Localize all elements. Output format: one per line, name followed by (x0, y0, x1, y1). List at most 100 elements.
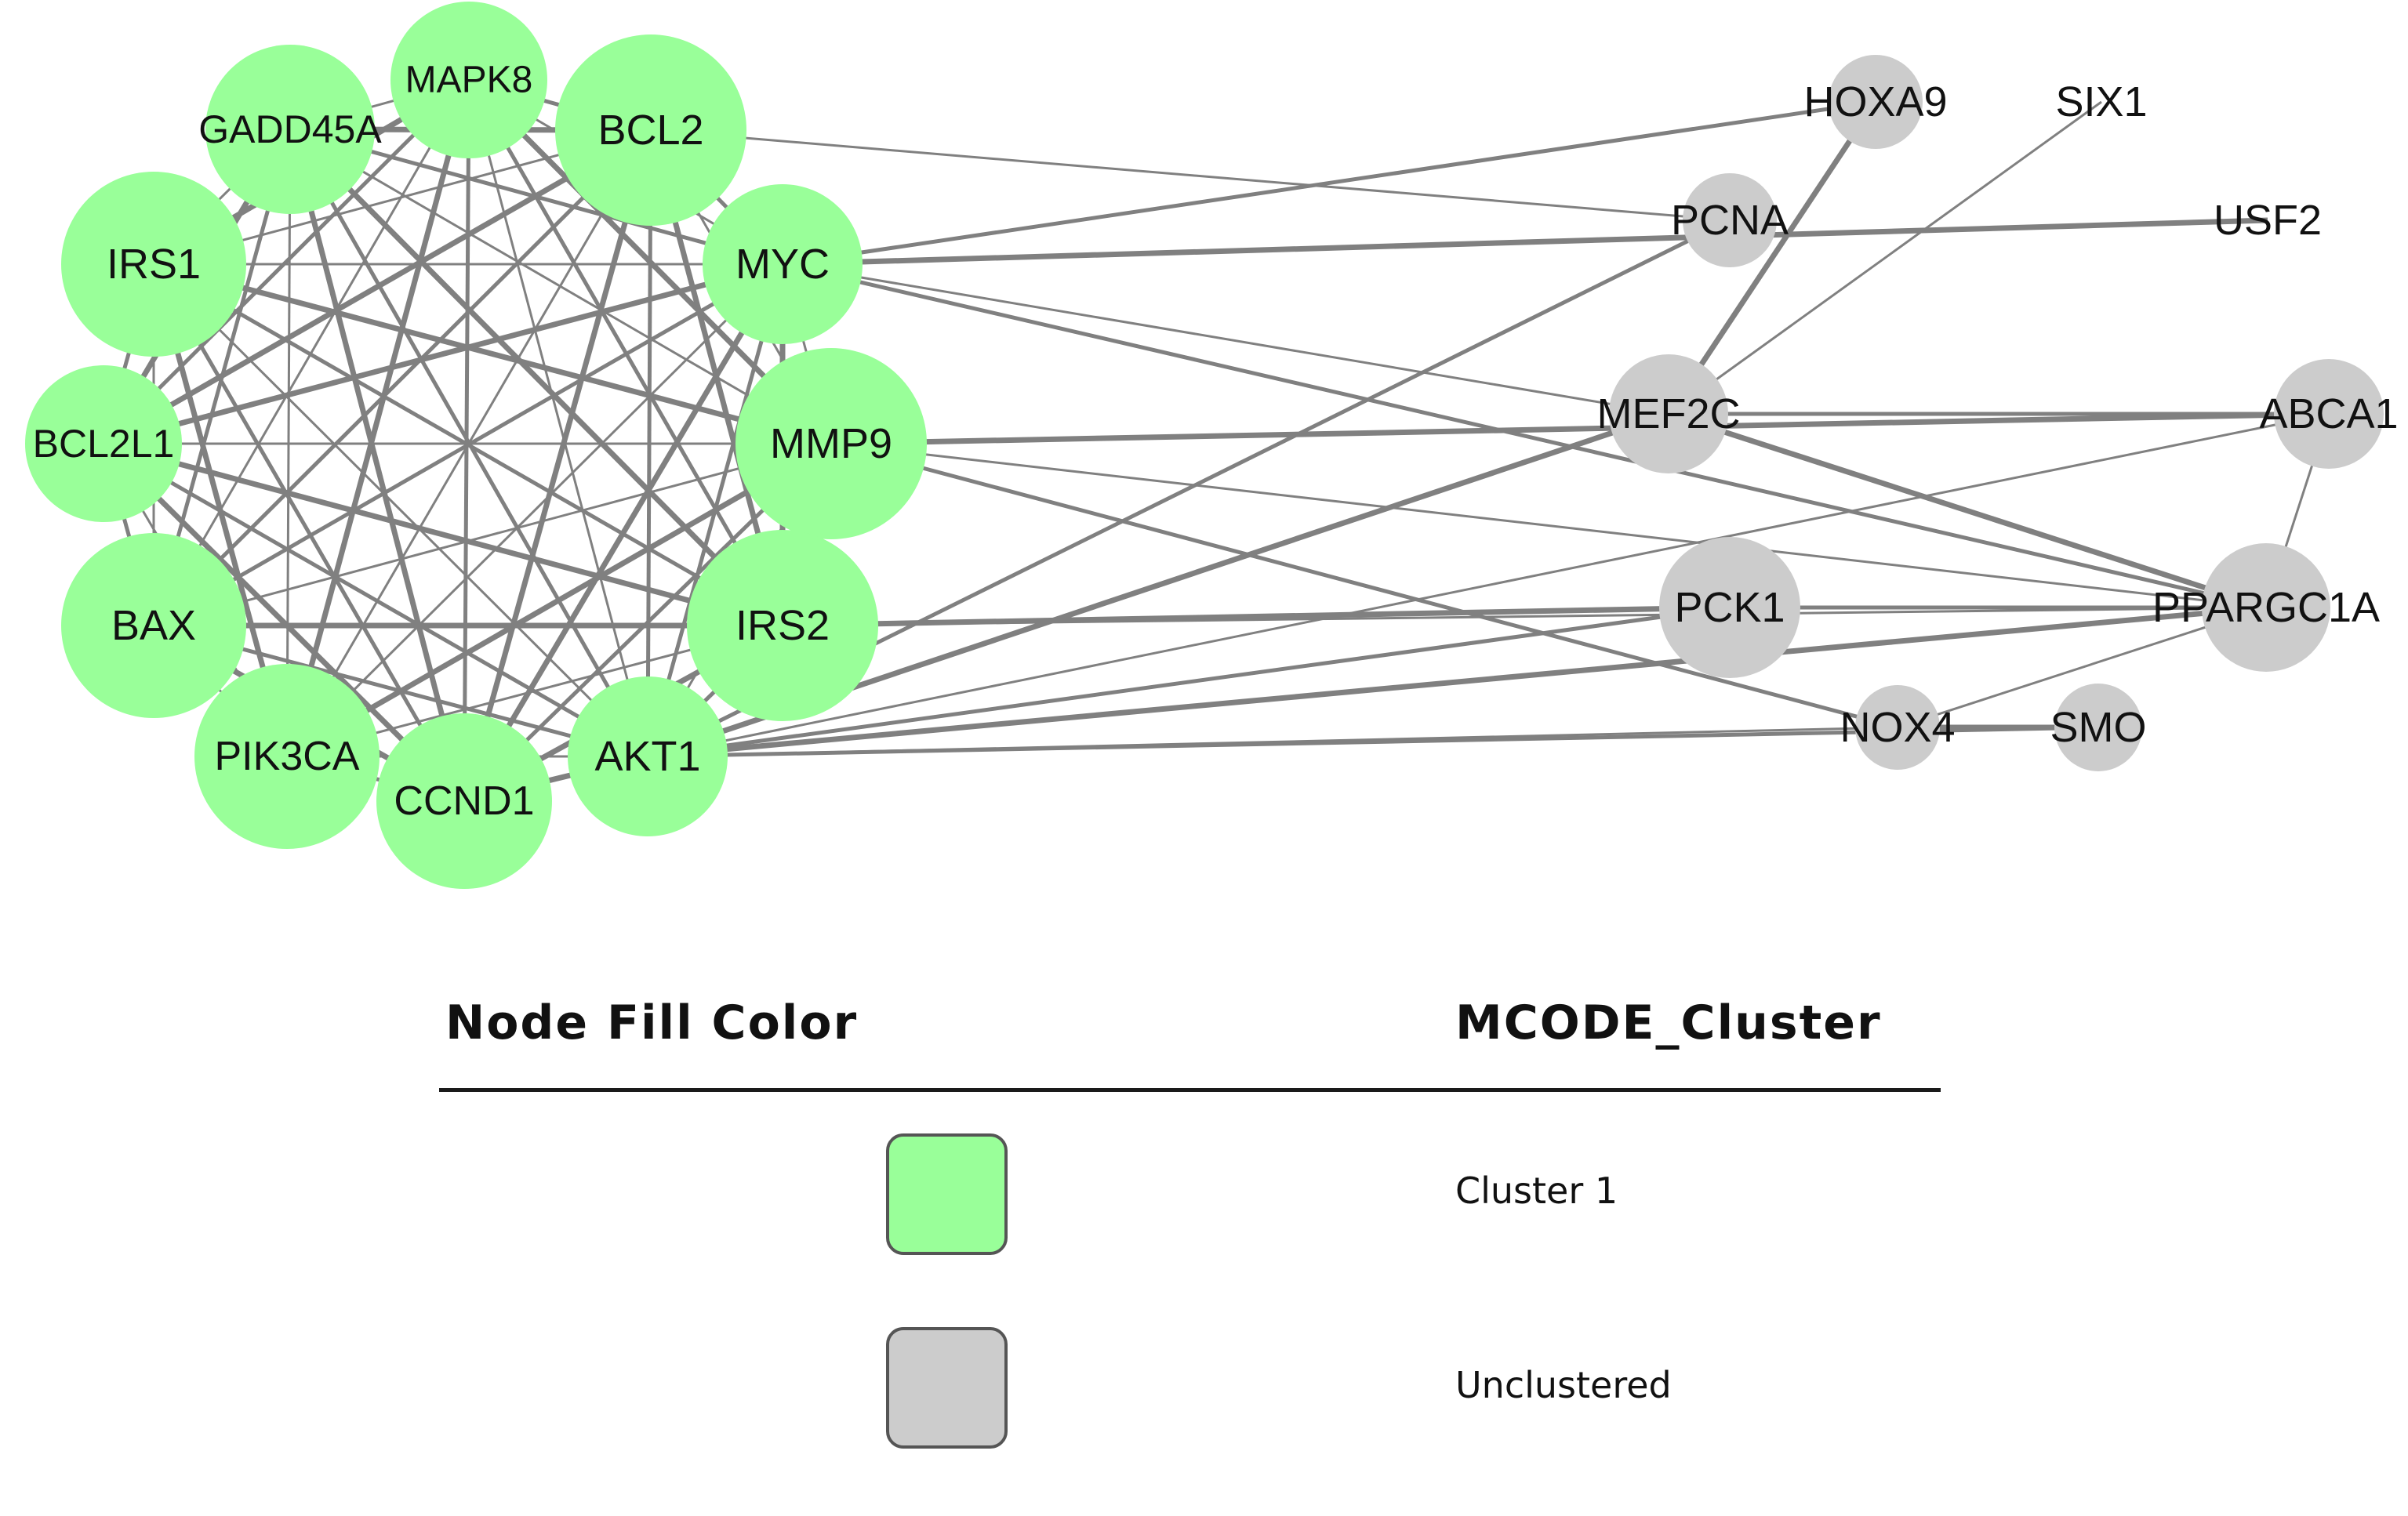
node-circle-bcl2l1 (25, 365, 182, 522)
edge-six1-mef2c (1668, 100, 2102, 415)
node-circle-bax (61, 533, 246, 718)
node-mmp9[interactable]: MMP9 (735, 348, 927, 539)
node-pik3ca[interactable]: PIK3CA (194, 664, 380, 849)
edge-akt1-abca1 (647, 412, 2330, 758)
node-pcna[interactable]: PCNA (1671, 173, 1789, 267)
node-bcl2l1[interactable]: BCL2L1 (25, 365, 182, 522)
edge-akt1-ppargc1a (647, 604, 2267, 760)
edge-bcl2-ccnd1 (461, 129, 654, 802)
edge-mapk8-akt1 (467, 79, 649, 757)
edge-nox4-ppargc1a (1897, 606, 2267, 729)
node-circle-mapk8 (390, 2, 547, 158)
legend-item-cluster1-label: Cluster 1 (1455, 1170, 1618, 1212)
edge-irs1-akt1 (152, 263, 649, 758)
node-circle-abca1 (2274, 359, 2384, 469)
node-label-bax: BAX (111, 602, 196, 649)
node-label-six1: SIX1 (2055, 78, 2147, 125)
node-label-ppargc1a: PPARGC1A (2152, 584, 2380, 631)
node-circle-pik3ca (194, 664, 380, 849)
node-label-mmp9: MMP9 (770, 420, 892, 467)
node-pck1[interactable]: PCK1 (1659, 537, 1800, 678)
node-bax[interactable]: BAX (61, 533, 246, 718)
edge-myc-hoxa9 (782, 100, 1876, 267)
node-bcl2[interactable]: BCL2 (555, 34, 746, 226)
node-label-hoxa9: HOXA9 (1803, 78, 1947, 125)
edge-bcl2-pcna (650, 129, 1731, 222)
node-circle-mef2c (1609, 354, 1728, 473)
edge-bcl2l1-irs2 (103, 441, 783, 629)
edge-gadd45a-ccnd1 (287, 129, 467, 802)
edge-irs2-ppargc1a (782, 606, 2267, 627)
edge-mapk8-pik3ca (284, 79, 472, 757)
node-six1[interactable]: SIX1 (2055, 78, 2147, 125)
node-hoxa9[interactable]: HOXA9 (1803, 55, 1948, 149)
node-usf2[interactable]: USF2 (2214, 197, 2322, 244)
node-circle-irs2 (687, 530, 878, 721)
node-circle-smo (2054, 684, 2142, 771)
edge-myc-pik3ca (285, 263, 784, 758)
node-circle-nox4 (1855, 685, 1940, 770)
node-circle-irs1 (61, 172, 246, 357)
node-mef2c[interactable]: MEF2C (1596, 354, 1741, 473)
edge-myc-mef2c (782, 263, 1669, 415)
node-circle-gadd45a (205, 45, 375, 214)
node-mapk8[interactable]: MAPK8 (390, 2, 547, 158)
node-circle-myc (703, 184, 863, 344)
node-label-abca1: ABCA1 (2259, 390, 2398, 437)
node-nox4[interactable]: NOX4 (1840, 685, 1956, 770)
legend-divider (439, 1088, 1941, 1092)
edge-myc-usf2 (782, 217, 2268, 267)
edge-mmp9-ppargc1a (830, 442, 2267, 609)
unclustered-swatch (886, 1327, 1008, 1449)
node-circle-pcna (1683, 173, 1777, 267)
node-label-gadd45a: GADD45A (198, 107, 382, 151)
node-label-irs1: IRS1 (107, 241, 201, 288)
edge-mmp9-bax (153, 442, 832, 627)
node-label-pik3ca: PIK3CA (215, 734, 360, 779)
edge-irs1-ccnd1 (151, 263, 467, 803)
edge-bcl2-bax (152, 129, 652, 627)
edge-layer (100, 77, 2330, 804)
node-smo[interactable]: SMO (2050, 684, 2147, 771)
edge-gadd45a-irs2 (288, 127, 785, 628)
legend: Node Fill Color MCODE_Cluster Cluster 1 … (439, 996, 1945, 1497)
node-circle-pck1 (1659, 537, 1800, 678)
edge-akt1-pck1 (647, 605, 1731, 759)
node-circle-akt1 (568, 676, 728, 836)
node-myc[interactable]: MYC (703, 184, 863, 344)
node-circle-ccnd1 (376, 713, 552, 889)
edge-myc-bcl2l1 (103, 261, 783, 447)
node-irs2[interactable]: IRS2 (687, 530, 878, 721)
node-irs1[interactable]: IRS1 (61, 172, 246, 357)
node-circle-mmp9 (735, 348, 927, 539)
node-label-smo: SMO (2050, 704, 2146, 751)
edge-mmp9-abca1 (830, 411, 2330, 447)
node-abca1[interactable]: ABCA1 (2259, 359, 2399, 469)
edge-mmp9-nox4 (830, 441, 1898, 730)
node-label-bcl2l1: BCL2L1 (33, 422, 175, 466)
node-label-nox4: NOX4 (1840, 704, 1955, 751)
edge-myc-ppargc1a (782, 262, 2267, 610)
edge-myc-ccnd1 (461, 263, 786, 803)
node-label-irs2: IRS2 (735, 602, 830, 649)
node-ppargc1a[interactable]: PPARGC1A (2152, 543, 2380, 672)
legend-left-header: Node Fill Color (445, 996, 859, 1050)
node-circle-hoxa9 (1829, 55, 1923, 149)
edge-bcl2l1-akt1 (102, 441, 649, 759)
node-label-mapk8: MAPK8 (405, 60, 533, 101)
edge-mef2c-ppargc1a (1667, 411, 2268, 611)
node-label-usf2: USF2 (2214, 197, 2322, 244)
edge-mapk8-bcl2l1 (102, 78, 470, 445)
node-label-bcl2: BCL2 (597, 107, 703, 154)
cluster1-swatch (886, 1133, 1008, 1255)
legend-right-header: MCODE_Cluster (1455, 996, 1882, 1050)
node-label-myc: MYC (735, 241, 830, 288)
node-label-akt1: AKT1 (594, 733, 700, 780)
node-gadd45a[interactable]: GADD45A (198, 45, 382, 214)
node-akt1[interactable]: AKT1 (568, 676, 728, 836)
node-label-ccnd1: CCND1 (394, 778, 534, 824)
legend-item-unclustered-label: Unclustered (1455, 1364, 1672, 1406)
node-ccnd1[interactable]: CCND1 (376, 713, 552, 889)
